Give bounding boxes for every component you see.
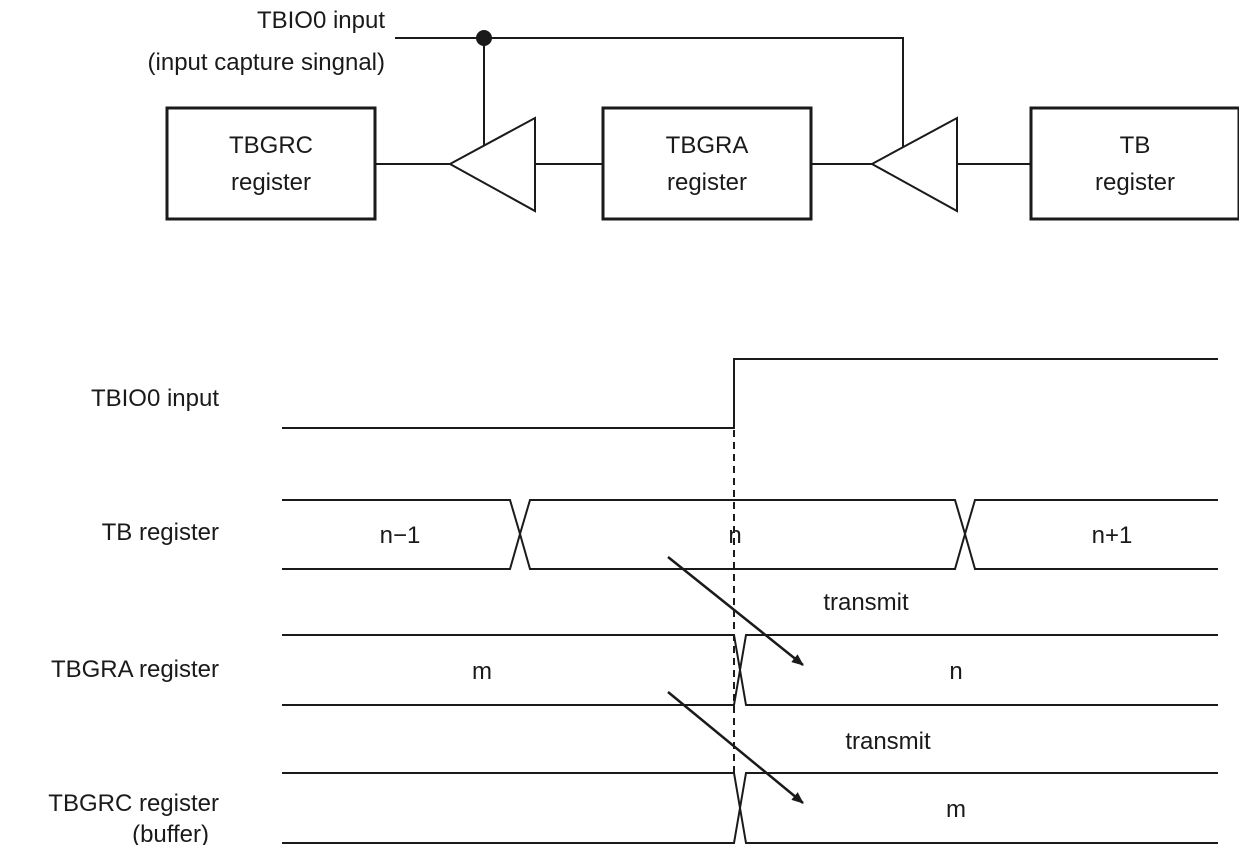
buffer-triangle-right — [869, 116, 958, 213]
input-signal-label-line2: (input capture singnal) — [148, 49, 385, 76]
input-signal-label-line1: TBIO0 input — [257, 7, 385, 34]
tb-box-label-2: register — [1095, 169, 1175, 196]
row-label-tbgrc-buffer: (buffer) — [132, 821, 209, 845]
block-diagram: TBIO0 input (input capture singnal) TBGR… — [148, 7, 1239, 221]
row-label-tbgrc: TBGRC register — [48, 790, 219, 817]
transmit-arrow-tbgra-to-tbgrc — [667, 691, 804, 804]
input-capture-wire — [395, 37, 904, 162]
tb-value-n-plus-1: n+1 — [1092, 522, 1133, 549]
row-label-tb: TB register — [102, 519, 219, 546]
row-label-tbio0: TBIO0 input — [91, 385, 219, 412]
tb-value-n: n — [728, 522, 741, 549]
tbgrc-box-label-2: register — [231, 169, 311, 196]
tbgra-bus-segment-2 — [738, 634, 1218, 706]
timing-diagram: TBIO0 input TB register TBGRA register T… — [48, 358, 1218, 845]
tbgrc-register-box — [165, 106, 377, 221]
tbgra-register-box — [601, 106, 813, 221]
tbgrc-box-label-1: TBGRC — [229, 132, 313, 159]
tbgra-value-m: m — [472, 658, 492, 685]
tbgra-box-label-1: TBGRA — [666, 132, 749, 159]
tb-value-n-minus-1: n−1 — [380, 522, 421, 549]
tbgrc-value-m: m — [946, 796, 966, 823]
tbgra-value-n: n — [949, 658, 962, 685]
tbgra-box-label-2: register — [667, 169, 747, 196]
tb-register-box — [1029, 106, 1239, 221]
junction-dot — [476, 30, 492, 46]
transmit-label-2: transmit — [845, 728, 931, 755]
tb-bus-segment-2 — [518, 499, 967, 570]
tb-box-label-1: TB — [1120, 132, 1151, 159]
tbio0-waveform — [282, 358, 1218, 429]
tbgrc-bus-segment-2 — [738, 772, 1218, 844]
transmit-label-1: transmit — [823, 589, 909, 616]
tb-bus-segment-3 — [963, 499, 1218, 570]
row-label-tbgra: TBGRA register — [51, 656, 219, 683]
buffer-triangle-left — [447, 116, 536, 213]
transmit-arrow-tb-to-tbgra — [667, 556, 804, 666]
tbgrc-bus-segment-1 — [282, 772, 742, 844]
